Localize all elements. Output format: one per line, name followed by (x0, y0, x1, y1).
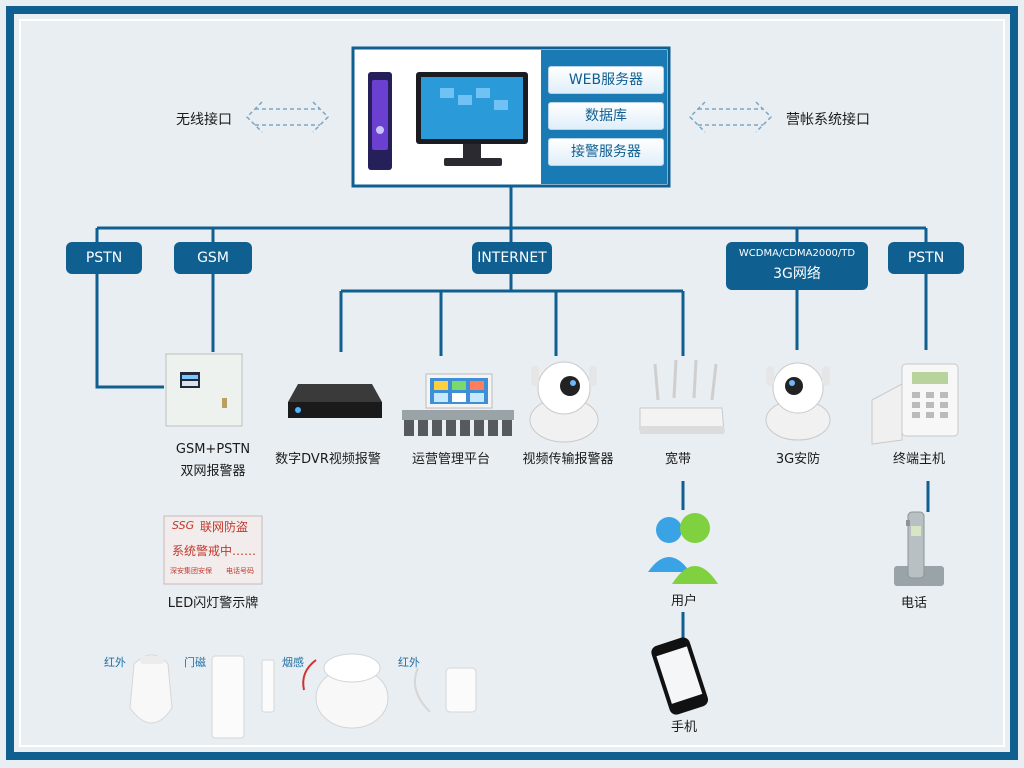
video-camera-icon (529, 361, 599, 443)
infrared-sensor-icon-1 (129, 654, 173, 724)
database-button[interactable]: 数据库 (548, 102, 664, 130)
g3-security-label: 3G安防 (775, 452, 821, 467)
billing-interface-label: 营帐系统接口 (786, 112, 870, 128)
led-sign-footer-left: 深安集团安保 (170, 567, 212, 575)
led-sign-label: LED闪灯警示牌 (167, 596, 259, 611)
billing-interface-arrow (688, 101, 773, 133)
gsm-pill: GSM (174, 242, 252, 274)
connection-lines (95, 186, 930, 638)
g3-network-name: 3G网络 (773, 266, 821, 282)
dvr-label: 数字DVR视频报警 (275, 452, 381, 467)
web-server-button[interactable]: WEB服务器 (548, 66, 664, 94)
phone-label: 电话 (900, 596, 927, 611)
g3-network-standards: WCDMA/CDMA2000/TD (738, 248, 856, 259)
infrared-label-1: 红外 (104, 656, 126, 669)
user-icon (648, 513, 718, 584)
wireless-interface-label: 无线接口 (176, 112, 232, 128)
ops-platform-label: 运营管理平台 (411, 452, 490, 467)
led-sign-line1: 联网防盗 (200, 520, 249, 534)
inner-frame (19, 19, 1005, 747)
monitor-icon (416, 72, 528, 166)
door-sensor-label: 门磁 (184, 656, 206, 669)
mobile-label: 手机 (670, 720, 697, 735)
gsm-pstn-label-line1: GSM+PSTN (175, 442, 251, 457)
terminal-host-icon (871, 363, 959, 445)
internet-pill: INTERNET (472, 242, 552, 274)
smoke-sensor-label: 烟感 (282, 656, 304, 669)
infrared-sensor-icon-2 (414, 667, 477, 713)
led-sign-footer-right: 电话号码 (226, 567, 254, 575)
mobile-phone-icon (651, 637, 709, 715)
user-label: 用户 (670, 594, 697, 609)
alarm-server-button[interactable]: 接警服务器 (548, 138, 664, 166)
pc-tower-icon (368, 72, 392, 170)
led-sign-brand: SSG (172, 519, 195, 532)
g3-camera-icon (765, 362, 831, 441)
infrared-label-2: 红外 (398, 656, 420, 669)
outer-frame (6, 6, 1018, 760)
led-sign-line2: 系统警戒中…… (172, 544, 257, 558)
pstn-right-pill: PSTN (888, 242, 964, 274)
cordless-phone-icon (894, 511, 944, 586)
broadband-label: 宽带 (664, 452, 691, 467)
video-alarm-label: 视频传输报警器 (522, 452, 614, 467)
door-sensor-icon (211, 655, 275, 739)
gsm-pstn-alarm-icon (165, 353, 243, 427)
gsm-pstn-label-line2: 双网报警器 (180, 464, 246, 479)
ops-platform-icon (402, 373, 514, 436)
terminal-host-label: 终端主机 (892, 452, 945, 467)
led-sign-icon (163, 515, 263, 585)
wireless-interface-arrow (245, 101, 330, 133)
dvr-icon (288, 384, 382, 418)
smoke-detector-icon (302, 653, 389, 729)
pstn-left-pill: PSTN (66, 242, 142, 274)
router-icon (639, 359, 725, 434)
g3-network-pill: WCDMA/CDMA2000/TD 3G网络 (726, 242, 868, 290)
